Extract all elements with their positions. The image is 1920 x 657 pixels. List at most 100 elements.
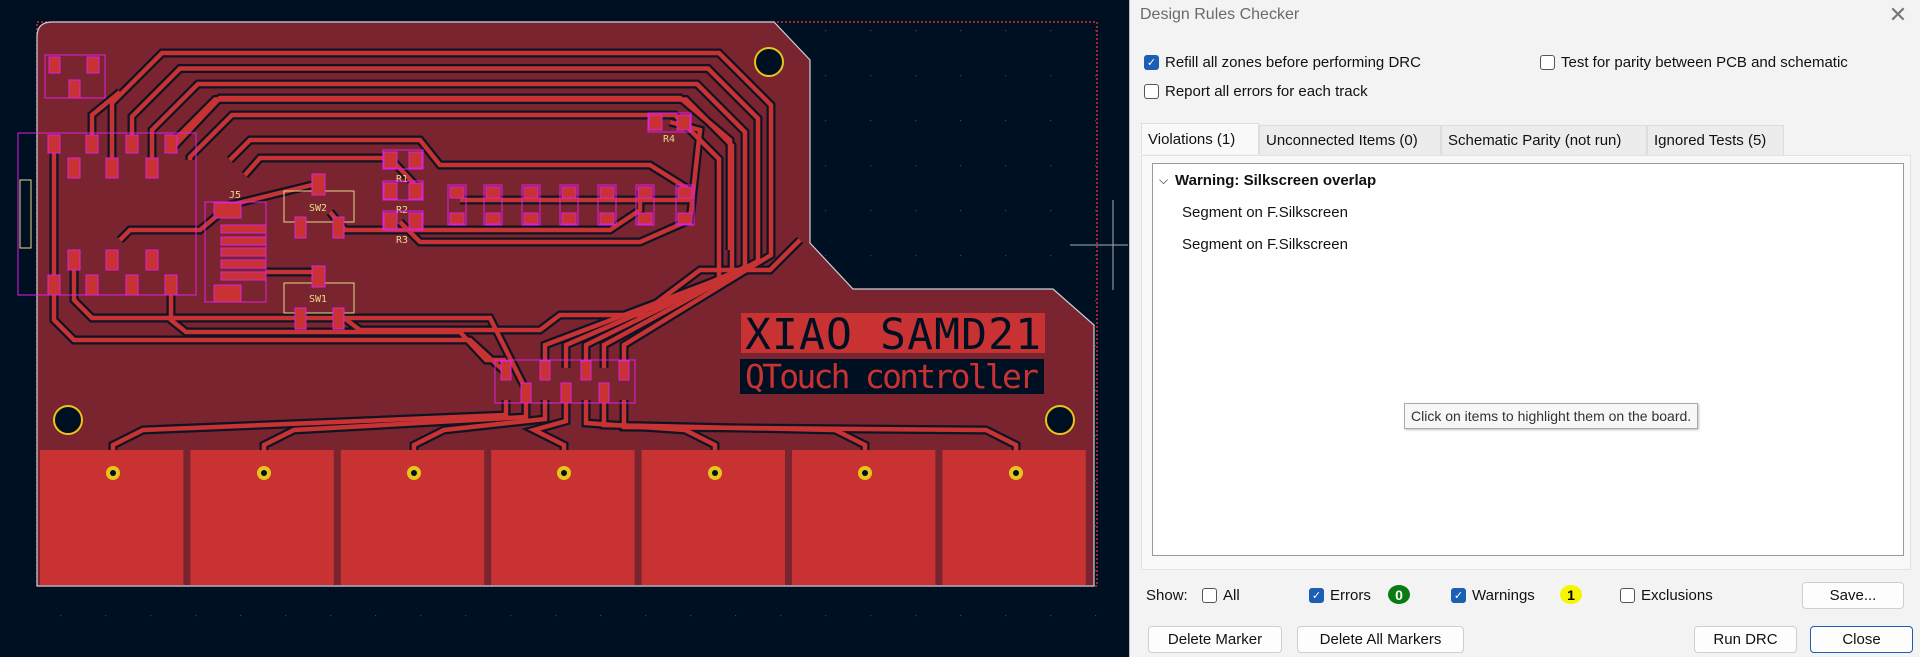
footprint-outline bbox=[483, 184, 503, 226]
smd-pad bbox=[408, 182, 423, 200]
footprint-outline bbox=[647, 112, 692, 133]
smd-pad bbox=[213, 284, 242, 303]
grid-dot bbox=[1005, 30, 1007, 32]
grid-dot bbox=[600, 615, 602, 617]
copper-trace bbox=[243, 155, 422, 192]
tab-schematic-parity[interactable]: Schematic Parity (not run) bbox=[1441, 125, 1647, 155]
grid-dot bbox=[510, 615, 512, 617]
smd-pad bbox=[677, 212, 693, 225]
smd-pad bbox=[47, 274, 61, 296]
violation-item[interactable]: Segment on F.Silkscreen bbox=[1182, 236, 1348, 253]
grid-dot bbox=[1005, 210, 1007, 212]
errors-count-badge: 0 bbox=[1388, 585, 1410, 604]
smd-pad bbox=[618, 360, 630, 381]
footprint-outline bbox=[382, 180, 424, 201]
copper-trace bbox=[149, 81, 748, 368]
chevron-down-icon[interactable]: ⌵ bbox=[1159, 173, 1169, 187]
grid-dot bbox=[915, 615, 917, 617]
tab-unconnected[interactable]: Unconnected Items (0) bbox=[1259, 125, 1441, 155]
footprint-outline bbox=[382, 149, 424, 170]
smd-pad bbox=[383, 212, 398, 230]
grid-dot bbox=[915, 120, 917, 122]
footprint-outline bbox=[382, 210, 424, 231]
close-button[interactable]: Close bbox=[1810, 626, 1913, 653]
silk-subtitle-bg bbox=[740, 359, 1044, 394]
copper-trace bbox=[51, 150, 507, 374]
violation-item[interactable]: Segment on F.Silkscreen bbox=[1182, 204, 1348, 221]
show-warnings-checkbox[interactable]: ✓Warnings bbox=[1451, 587, 1535, 604]
checkbox-checked-icon: ✓ bbox=[1144, 55, 1159, 70]
grid-dot bbox=[690, 615, 692, 617]
run-drc-button[interactable]: Run DRC bbox=[1694, 626, 1797, 653]
grid-dot bbox=[870, 75, 872, 77]
checkbox-icon bbox=[1620, 588, 1635, 603]
grid-dot bbox=[1095, 255, 1097, 257]
tab-violations[interactable]: Violations (1) bbox=[1141, 123, 1259, 154]
refill-zones-checkbox[interactable]: ✓ Refill all zones before performing DRC bbox=[1144, 54, 1421, 71]
report-all-checkbox[interactable]: Report all errors for each track bbox=[1144, 83, 1368, 100]
checkbox-checked-icon: ✓ bbox=[1309, 588, 1324, 603]
grid-dot bbox=[375, 615, 377, 617]
grid-dot bbox=[285, 615, 287, 617]
via-hole bbox=[561, 470, 567, 476]
grid-dot bbox=[870, 120, 872, 122]
close-icon[interactable]: ✕ bbox=[1888, 2, 1908, 27]
show-errors-checkbox[interactable]: ✓ Errors bbox=[1309, 587, 1371, 604]
footprint-outline bbox=[675, 184, 695, 226]
grid-dot bbox=[870, 30, 872, 32]
grid-dot bbox=[1095, 615, 1097, 617]
grid-dot bbox=[825, 615, 827, 617]
copper-trace bbox=[621, 400, 1019, 452]
save-button[interactable]: Save... bbox=[1802, 582, 1904, 609]
show-label: Show: bbox=[1146, 587, 1188, 604]
copper-trace bbox=[583, 400, 718, 452]
tab-ignored-tests[interactable]: Ignored Tests (5) bbox=[1647, 125, 1784, 155]
footprint-outline bbox=[559, 184, 579, 226]
smd-pad bbox=[580, 360, 592, 381]
ref-label: SW2 bbox=[309, 203, 327, 214]
grid-dot bbox=[825, 165, 827, 167]
refill-zones-label: Refill all zones before performing DRC bbox=[1165, 54, 1421, 71]
grid-dot bbox=[1005, 615, 1007, 617]
show-all-label: All bbox=[1223, 587, 1240, 604]
ref-label: J5 bbox=[229, 190, 241, 201]
grid-dot bbox=[960, 75, 962, 77]
grid-dot bbox=[1005, 120, 1007, 122]
show-errors-label: Errors bbox=[1330, 587, 1371, 604]
smd-pad bbox=[67, 249, 81, 271]
violations-list[interactable]: ⌵ Warning: Silkscreen overlap Segment on… bbox=[1152, 163, 1904, 556]
silk-title: XIAO SAMD21 bbox=[745, 310, 1041, 360]
mounting-holes bbox=[53, 47, 1075, 435]
grid-dot bbox=[1095, 480, 1097, 482]
copper-trace bbox=[228, 137, 692, 192]
copper-trace bbox=[527, 400, 569, 452]
test-parity-checkbox[interactable]: Test for parity between PCB and schemati… bbox=[1540, 54, 1848, 71]
grid-dot bbox=[1050, 30, 1052, 32]
grid-dot bbox=[1095, 300, 1097, 302]
grid-dot bbox=[915, 30, 917, 32]
grid-dot bbox=[825, 120, 827, 122]
via-hole bbox=[261, 470, 267, 476]
show-all-checkbox[interactable]: All bbox=[1202, 587, 1240, 604]
grid-dot bbox=[1095, 75, 1097, 77]
grid-dot bbox=[870, 165, 872, 167]
copper-trace bbox=[129, 66, 761, 368]
grid-dot bbox=[1050, 120, 1052, 122]
delete-marker-button[interactable]: Delete Marker bbox=[1148, 626, 1282, 653]
show-exclusions-checkbox[interactable]: Exclusions bbox=[1620, 587, 1713, 604]
grid-dot bbox=[1005, 75, 1007, 77]
drc-dialog: Design Rules Checker ✕ ✓Refill all zones… bbox=[1129, 0, 1920, 657]
grid-dot bbox=[1050, 615, 1052, 617]
violation-group[interactable]: Warning: Silkscreen overlap bbox=[1175, 172, 1377, 189]
smd-pad bbox=[676, 114, 691, 131]
ref-label: R3 bbox=[396, 235, 408, 246]
smd-pad bbox=[523, 186, 539, 199]
delete-all-markers-button[interactable]: Delete All Markers bbox=[1297, 626, 1464, 653]
show-exclusions-label: Exclusions bbox=[1641, 587, 1713, 604]
smd-pad bbox=[311, 173, 326, 196]
smd-pad bbox=[85, 274, 99, 296]
smd-pad bbox=[383, 151, 398, 169]
smd-pad bbox=[500, 360, 512, 381]
grid-dot bbox=[960, 30, 962, 32]
